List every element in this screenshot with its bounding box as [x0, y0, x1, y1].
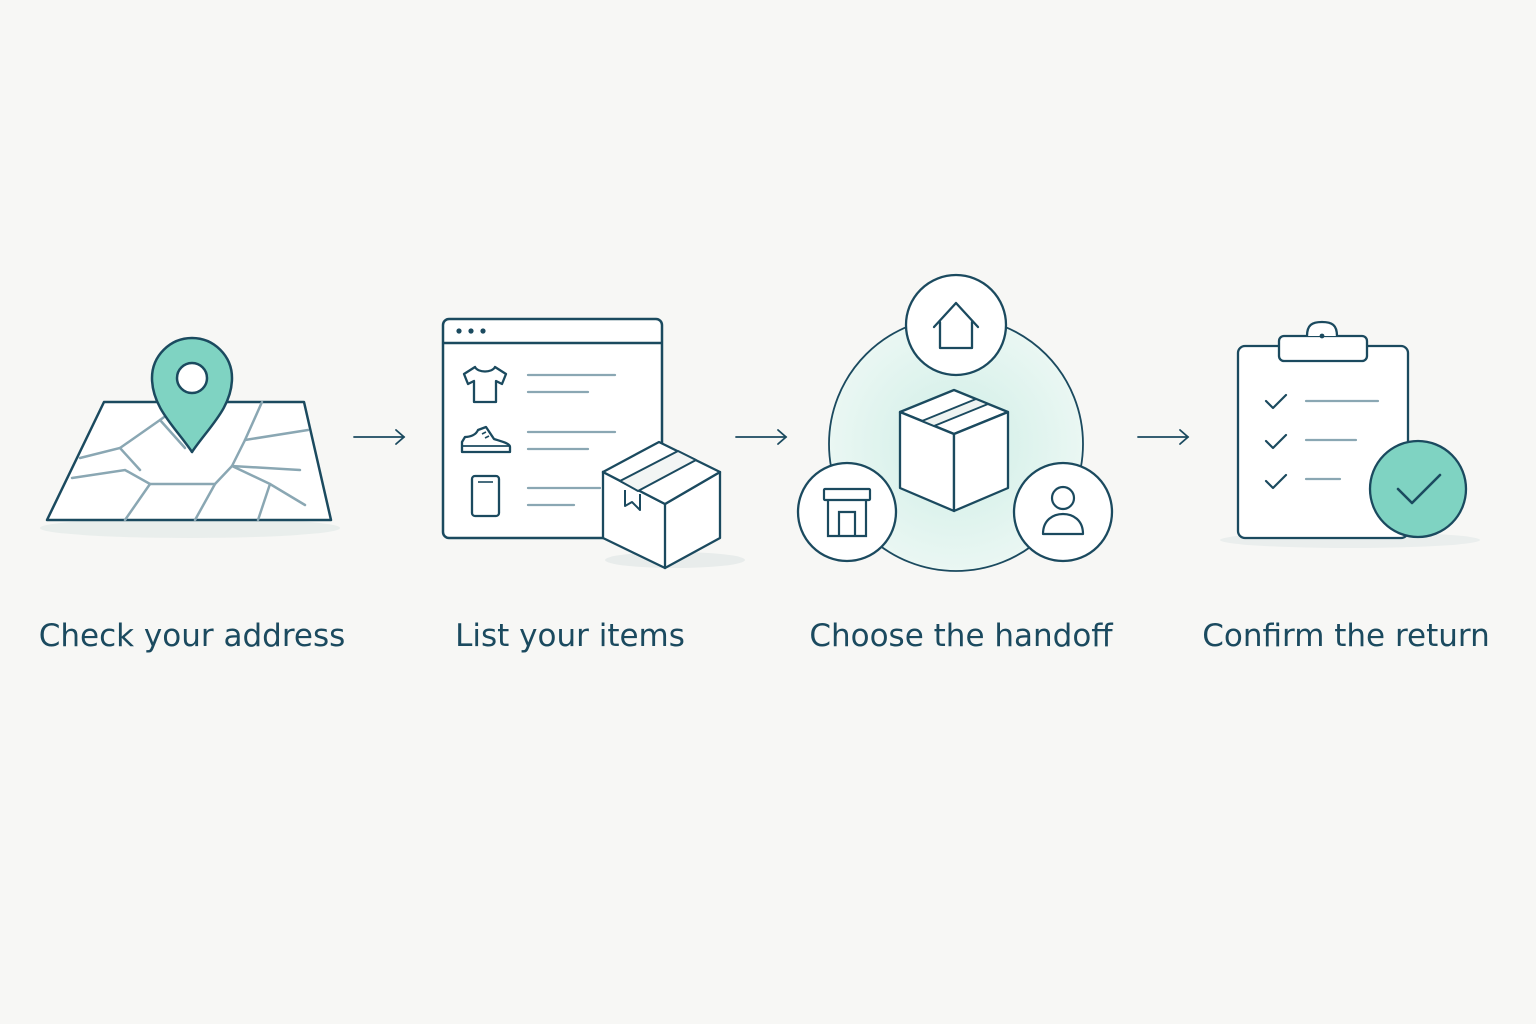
item-list-with-box-icon	[441, 317, 745, 570]
clipboard-check-icon	[1220, 320, 1480, 548]
step-label-check-address: Check your address	[38, 618, 346, 654]
step-label-list-items: List your items	[455, 618, 685, 654]
arrow-right-icon	[353, 429, 406, 445]
step-label-choose-handoff: Choose the handoff	[809, 618, 1113, 654]
step-label-confirm-return: Confirm the return	[1202, 618, 1490, 654]
handoff-options-icon	[796, 273, 1114, 572]
map-pin-icon	[40, 336, 340, 538]
arrow-right-icon	[1137, 429, 1190, 445]
arrow-right-icon	[735, 429, 788, 445]
